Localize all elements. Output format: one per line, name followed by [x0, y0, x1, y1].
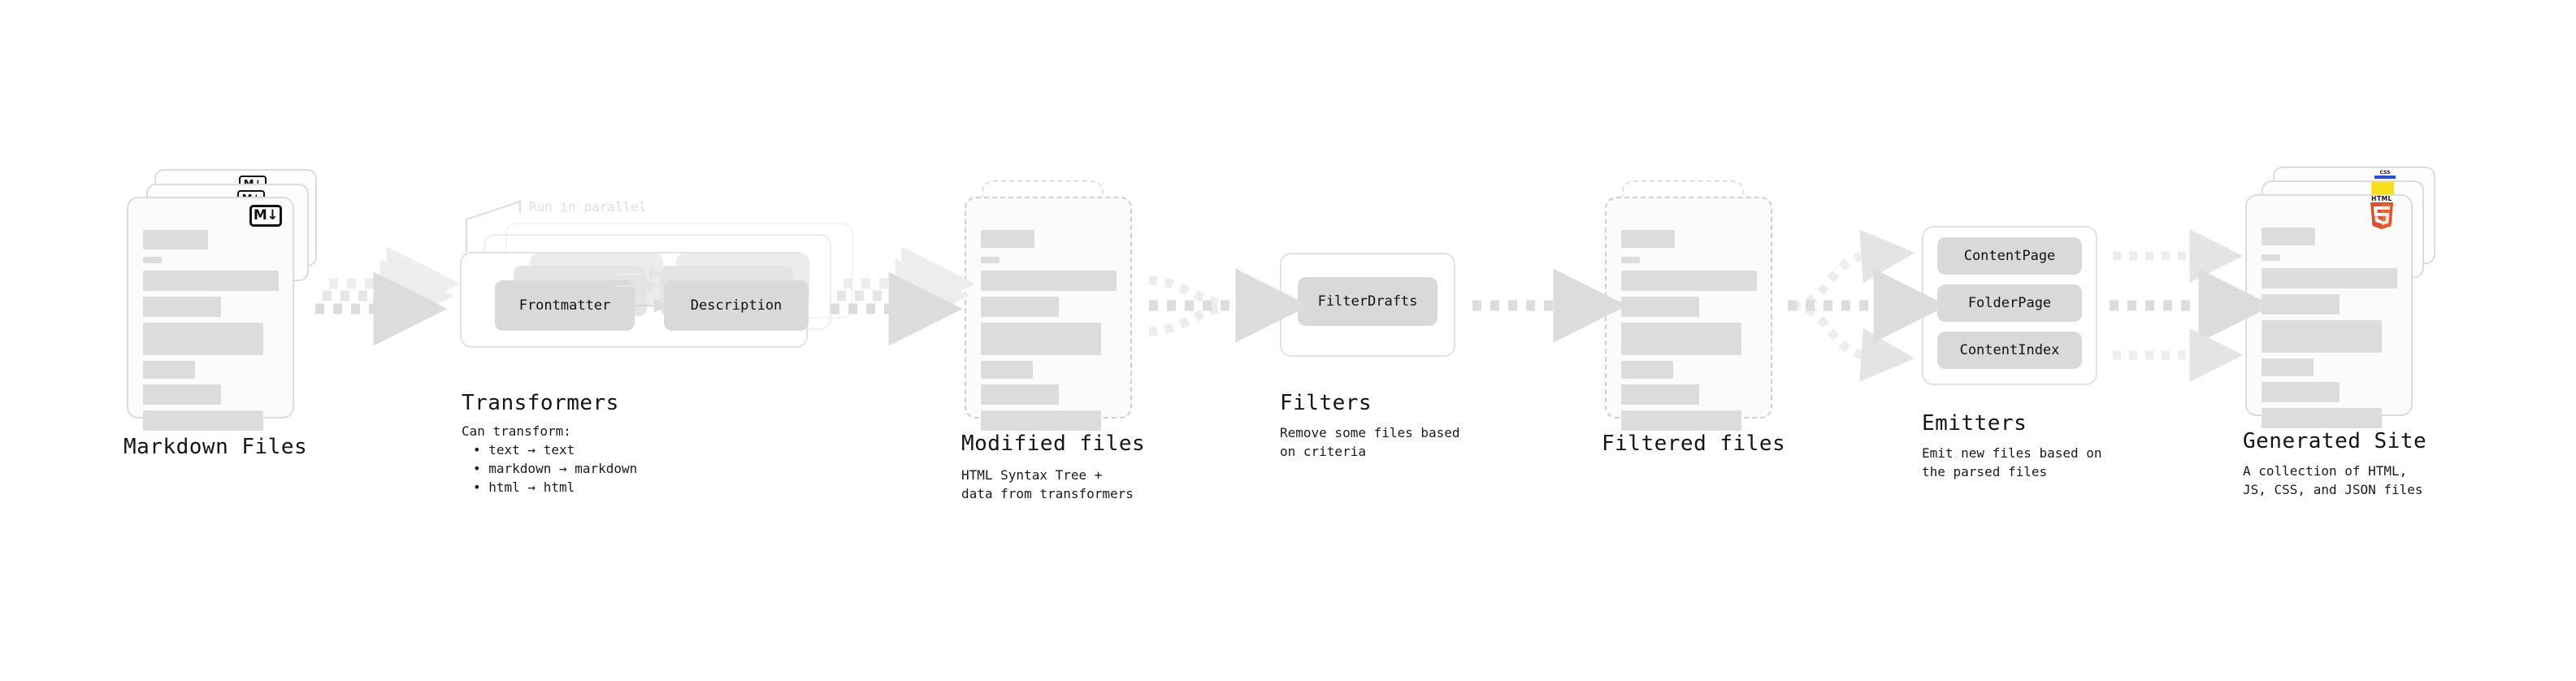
placeholder-bar	[981, 257, 1000, 263]
html5-label: HTML	[2371, 195, 2392, 202]
modified-files-subtitle-line2: data from transformers	[961, 486, 1134, 501]
placeholder-bar	[981, 361, 1033, 379]
arrow-emitters-to-site	[2110, 229, 2273, 382]
emitters-title: Emitters	[1922, 411, 2027, 436]
placeholder-bar	[143, 410, 263, 431]
placeholder-bar	[143, 257, 162, 263]
placeholder-bar	[1621, 384, 1699, 405]
placeholder-bar	[1621, 297, 1699, 317]
css-badge-rule	[2374, 176, 2396, 179]
placeholder-bar	[2262, 408, 2382, 428]
placeholder-bar	[2262, 254, 2280, 261]
placeholder-bar	[1621, 257, 1640, 263]
placeholder-bar	[143, 271, 279, 291]
markdown-badge-front: M↓	[249, 205, 282, 227]
modified-files-title: Modified files	[961, 432, 1146, 456]
placeholder-bar	[981, 384, 1059, 405]
run-in-parallel-label: Run in parallel	[529, 199, 647, 215]
placeholder-bar	[2262, 358, 2314, 376]
generated-site-subtitle-line2: JS, CSS, and JSON files	[2243, 482, 2423, 497]
placeholder-bar	[2262, 268, 2397, 288]
modified-files-subtitle-line1: HTML Syntax Tree +	[961, 467, 1103, 483]
filter-drafts-pill[interactable]: FilterDrafts	[1298, 277, 1438, 326]
html5-icon: HTML	[2367, 195, 2396, 231]
emitters-subtitle-line1: Emit new files based on	[1922, 445, 2102, 461]
modified-file-card-front	[965, 197, 1132, 431]
transformers-subtitle-line4: • html → html	[473, 479, 575, 495]
placeholder-bar	[1621, 230, 1675, 248]
placeholder-bar	[1621, 361, 1673, 379]
placeholder-bar	[143, 361, 195, 379]
transformers-title: Transformers	[462, 391, 619, 415]
html5-shield-icon	[2370, 202, 2393, 229]
generated-site-subtitle-line1: A collection of HTML,	[2243, 463, 2408, 479]
transformers-subtitle-line1: Can transform:	[462, 423, 571, 439]
folder-page-pill[interactable]: FolderPage	[1937, 284, 2082, 322]
generated-file-card-html	[2245, 194, 2413, 428]
arrow-filtered-to-emitters	[1788, 229, 1948, 382]
placeholder-bar	[981, 230, 1034, 248]
filters-title: Filters	[1280, 391, 1373, 415]
placeholder-bar	[143, 297, 221, 317]
markdown-file-card-front	[127, 197, 294, 431]
placeholder-bar	[2262, 320, 2382, 353]
placeholder-bar	[981, 410, 1101, 431]
content-index-pill[interactable]: ContentIndex	[1937, 332, 2082, 369]
placeholder-bar	[1621, 410, 1741, 431]
arrow-modified-to-filters	[1148, 268, 1310, 343]
placeholder-bar	[143, 230, 208, 249]
placeholder-bar	[981, 323, 1101, 355]
filters-subtitle-line1: Remove some files based	[1280, 425, 1460, 440]
css-badge-label: CSS	[2379, 170, 2391, 176]
markdown-files-title: Markdown Files	[124, 435, 308, 459]
filters-subtitle-line2: on criteria	[1280, 444, 1366, 459]
filtered-files-title: Filtered files	[1602, 432, 1786, 456]
arrow-markdown-to-transformers	[315, 246, 461, 346]
placeholder-bar	[981, 297, 1059, 317]
emitters-subtitle-line2: the parsed files	[1922, 464, 2048, 479]
js-badge	[2371, 182, 2394, 197]
transformers-subtitle-line2: • text → text	[473, 442, 575, 458]
css-badge: CSS	[2374, 170, 2396, 181]
description-pill[interactable]: Description	[664, 280, 809, 331]
placeholder-bar	[1621, 323, 1741, 355]
filtered-file-card-front	[1605, 197, 1772, 431]
content-page-pill[interactable]: ContentPage	[1937, 237, 2082, 275]
generated-site-title: Generated Site	[2243, 429, 2427, 453]
placeholder-bar	[143, 323, 263, 355]
transformers-subtitle-line3: • markdown → markdown	[473, 461, 638, 476]
placeholder-bar	[2262, 294, 2340, 314]
placeholder-bar	[143, 384, 221, 405]
frontmatter-pill[interactable]: Frontmatter	[495, 280, 635, 331]
placeholder-bar	[2262, 382, 2340, 402]
placeholder-bar	[1621, 271, 1757, 291]
placeholder-bar	[2262, 228, 2315, 245]
placeholder-bar	[981, 271, 1117, 291]
